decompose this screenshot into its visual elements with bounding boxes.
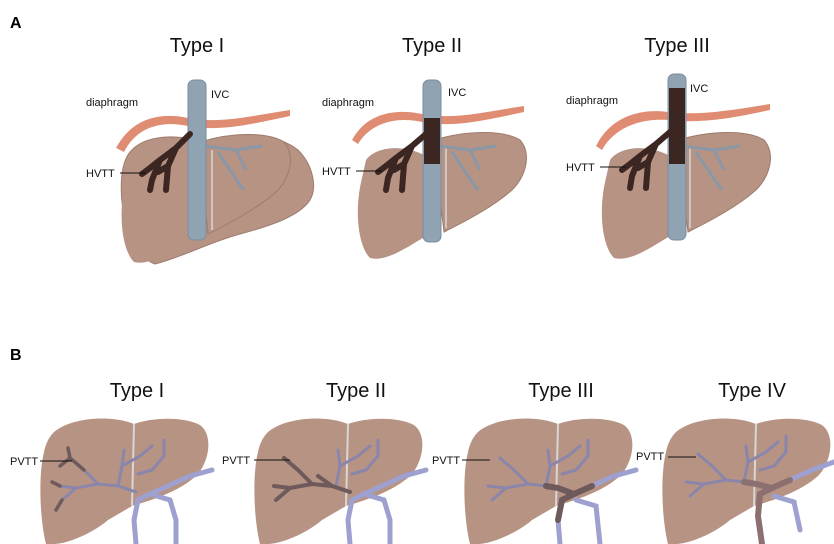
pvtt-diagram-type-3: Type III PVTT xyxy=(432,380,636,544)
pvtt-label: PVTT xyxy=(432,455,460,467)
hvtt-diagram-type-1: Type I diaphragm IVC HVTT xyxy=(86,35,314,264)
ivc xyxy=(188,80,206,240)
hvtt-diagram-type-2: Type II diaphragm IVC HVTT xyxy=(322,35,526,259)
hvtt-label: HVTT xyxy=(86,168,115,180)
ivc-thrombus-extension xyxy=(669,88,685,164)
hvtt-label: HVTT xyxy=(566,162,595,174)
panel-letter-a: A xyxy=(10,15,22,32)
pvtt-label: PVTT xyxy=(636,451,664,463)
diaphragm-label: diaphragm xyxy=(566,95,618,107)
pvtt-diagram-type-1: Type I PVTT xyxy=(10,380,212,544)
pvtt-label: PVTT xyxy=(10,456,38,468)
type-title: Type II xyxy=(402,35,462,57)
pvtt-label: PVTT xyxy=(222,455,250,467)
type-title: Type I xyxy=(110,380,164,402)
diaphragm-label: diaphragm xyxy=(322,97,374,109)
type-title: Type III xyxy=(528,380,594,402)
type-title: Type II xyxy=(326,380,386,402)
ivc-label: IVC xyxy=(448,87,466,99)
panel-letter-b: B xyxy=(10,347,22,364)
ivc-thrombus-extension xyxy=(424,118,440,164)
type-title: Type I xyxy=(170,35,224,57)
hvtt-label: HVTT xyxy=(322,166,351,178)
ivc-label: IVC xyxy=(690,83,708,95)
type-title: Type IV xyxy=(718,380,786,402)
pvtt-diagram-type-4: Type IV PVTT xyxy=(636,380,834,544)
pvtt-diagram-type-2: Type II PVTT xyxy=(222,380,426,544)
type-title: Type III xyxy=(644,35,710,57)
diaphragm-label: diaphragm xyxy=(86,97,138,109)
ivc-label: IVC xyxy=(211,89,229,101)
hvtt-diagram-type-3: Type III diaphragm IVC HVTT xyxy=(566,35,770,259)
